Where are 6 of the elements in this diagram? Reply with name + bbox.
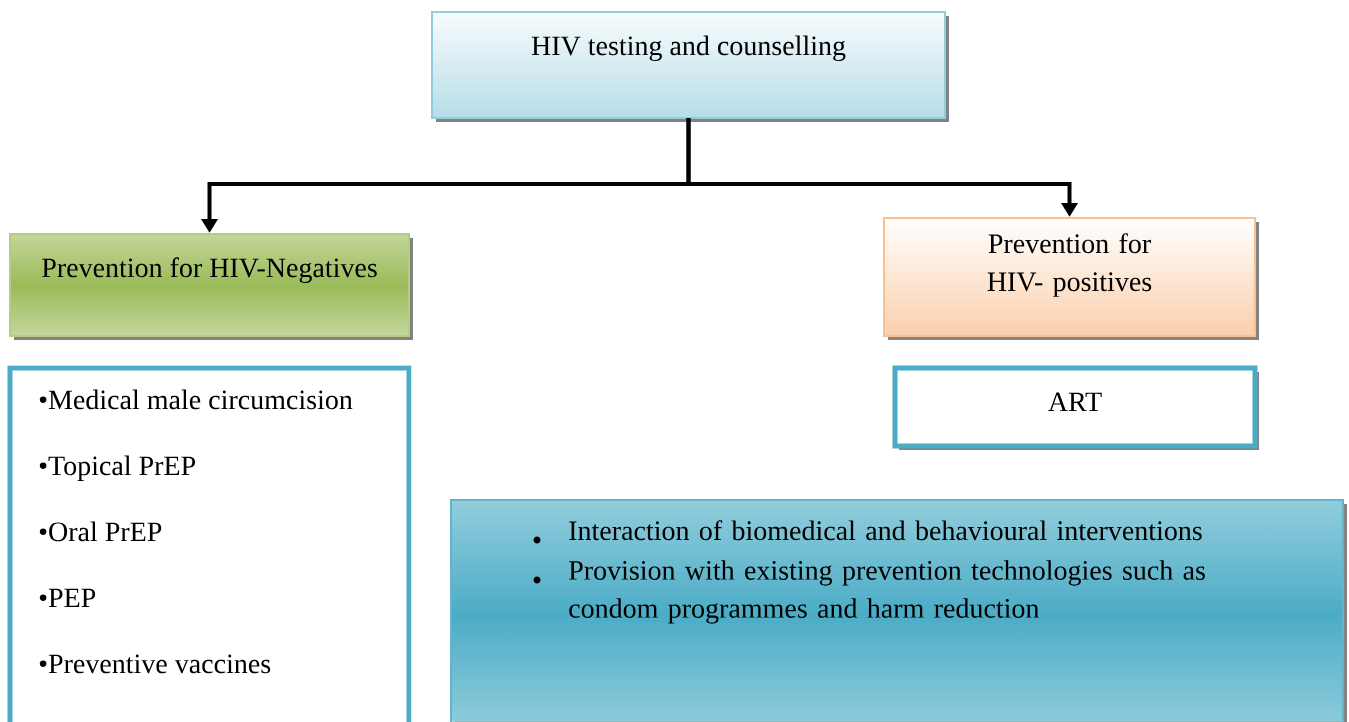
category-box: Prevention for HIV- positives [883,217,1259,340]
bullet-list-box: Interaction of biomedical and behavioural interventions Provision with existing prevention technologies such as condom programmes and harm reduction [450,499,1347,722]
category-box: Prevention for HIV-Negatives [9,233,413,340]
treatment-box: ART [892,365,1259,450]
list-box: •Medical male circumcision •Topical PrEP •Oral PrEP •PEP •Preventive vaccines [7,365,412,722]
process-box: HIV testing and counselling [431,11,949,122]
